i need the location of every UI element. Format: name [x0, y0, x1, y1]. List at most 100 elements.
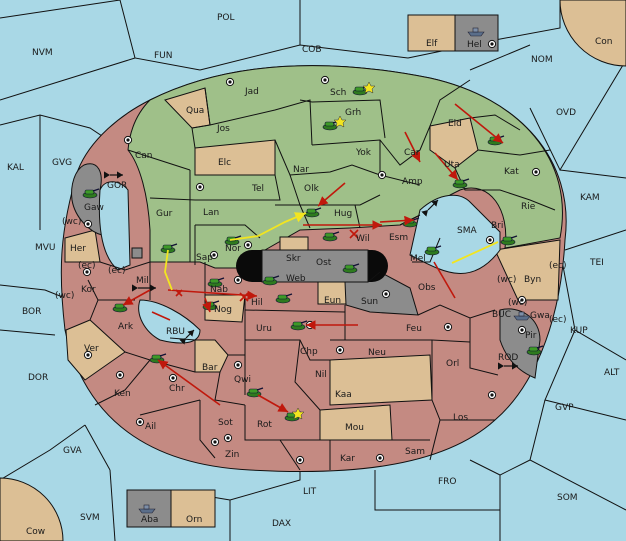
supply-center-icon: [83, 219, 93, 229]
convoy-arrows: [104, 171, 518, 370]
label-hel: Hel: [467, 40, 482, 50]
sea-tei: TEI: [589, 258, 604, 268]
fleet-units[interactable]: [131, 27, 531, 514]
sea-lit: LIT: [303, 487, 317, 497]
sea-kup: KUP: [570, 326, 588, 336]
label-nab: Nab: [210, 285, 228, 295]
sea-gva: GVA: [63, 446, 83, 456]
label-sun: Sun: [361, 297, 378, 307]
sea-svm: SVM: [80, 513, 100, 523]
label-elf: Elf: [426, 39, 438, 49]
sea-alt: ALT: [604, 368, 620, 378]
supply-center-icon: [443, 322, 453, 332]
region-bar[interactable]: [194, 339, 229, 373]
region-elf[interactable]: [407, 14, 456, 52]
label-uru: Uru: [256, 324, 272, 334]
label-can: Can: [135, 151, 153, 161]
sea-bor: BOR: [22, 307, 41, 317]
label-bar: Bar: [202, 363, 218, 373]
label-sam: Sam: [405, 447, 425, 457]
label-ark: Ark: [118, 322, 134, 332]
star-markers: [291, 81, 376, 420]
coast-labels: (wc) (ec) (wc) (ec) (wc) (ec) (wc) (ec): [55, 217, 567, 325]
supply-center-icon: [195, 182, 205, 192]
region-cow[interactable]: [0, 477, 64, 541]
region-con[interactable]: [559, 0, 626, 67]
coast-label: (wc): [55, 291, 74, 301]
label-orn: Orn: [186, 515, 202, 525]
label-chr: Chr: [169, 384, 185, 394]
supply-center-icon: [335, 345, 345, 355]
tank-icon: [275, 293, 293, 304]
tank-icon: [424, 245, 442, 256]
label-sch: Sch: [330, 88, 346, 98]
label-orl: Orl: [446, 359, 459, 369]
label-web: Web: [286, 274, 306, 284]
coast-label: (ec): [108, 266, 126, 276]
label-chp: Chp: [300, 347, 318, 357]
supply-center-icon: [123, 135, 133, 145]
region-uta[interactable]: [429, 117, 479, 169]
region-borders-green: [127, 79, 556, 265]
label-rot: Rot: [257, 420, 272, 430]
tank-icon: [149, 353, 167, 364]
support-orders: [164, 212, 499, 291]
label-mou: Mou: [345, 423, 364, 433]
tank-icon: [402, 217, 420, 228]
region-borders-red: [87, 214, 499, 471]
label-nor: Nor: [225, 244, 241, 254]
coast-label: (wc): [62, 217, 81, 227]
star-icon: [333, 115, 347, 128]
supply-center-icon: [377, 170, 387, 180]
label-pir: Pir: [525, 331, 537, 341]
label-qua: Qua: [186, 106, 204, 116]
sea-nvm: NVM: [32, 48, 53, 58]
label-uta: Uta: [444, 160, 460, 170]
supply-center-icon: [115, 370, 125, 380]
tank-icon: [322, 231, 340, 242]
x-marks: [175, 229, 359, 302]
sea-labels: POL COB FUN NVM NOM OVD KAL GVG KAM MVU …: [7, 13, 620, 529]
region-ver[interactable]: [65, 319, 126, 381]
label-nil: Nil: [315, 370, 327, 380]
supply-center-icon: [225, 77, 235, 87]
sea-nom: NOM: [531, 55, 553, 65]
tank-icon: [500, 235, 518, 246]
label-jad: Jad: [244, 87, 259, 97]
fleet-marker: [131, 247, 143, 259]
label-mel: Mel: [410, 254, 426, 264]
label-elc: Elc: [218, 158, 231, 168]
tank-icon: [112, 302, 130, 313]
sea-dax: DAX: [272, 519, 291, 529]
region-pir[interactable]: [499, 308, 541, 379]
sea-gvg: GVG: [52, 158, 72, 168]
label-her: Her: [70, 244, 86, 254]
label-nog: Nog: [214, 305, 232, 315]
supply-center-icon: [168, 373, 178, 383]
sea-gor[interactable]: [98, 181, 131, 271]
sea-dor: DOR: [28, 373, 48, 383]
label-kor: Kor: [81, 285, 96, 295]
region-orn[interactable]: [170, 489, 216, 528]
label-skr: Skr: [286, 254, 301, 264]
sea-pol: POL: [217, 13, 235, 23]
supply-center-icon: [233, 275, 243, 285]
star-icon: [362, 81, 376, 94]
label-con: Con: [595, 37, 613, 47]
region-byn[interactable]: [494, 239, 561, 301]
label-sap: Sap: [196, 253, 213, 263]
sea-fro: FRO: [438, 477, 457, 487]
label-hil: Hil: [251, 298, 263, 308]
label-eld: Eld: [448, 119, 462, 129]
coast-label: (ec): [549, 315, 567, 325]
supply-center-icon: [487, 390, 497, 400]
label-ail: Ail: [145, 422, 156, 432]
coast-label: (wc): [497, 275, 516, 285]
sea-gvp: GVP: [555, 403, 574, 413]
label-grh: Grh: [345, 108, 361, 118]
supply-center-icon: [210, 437, 220, 447]
tank-icon: [526, 345, 544, 356]
label-neu: Neu: [368, 348, 386, 358]
